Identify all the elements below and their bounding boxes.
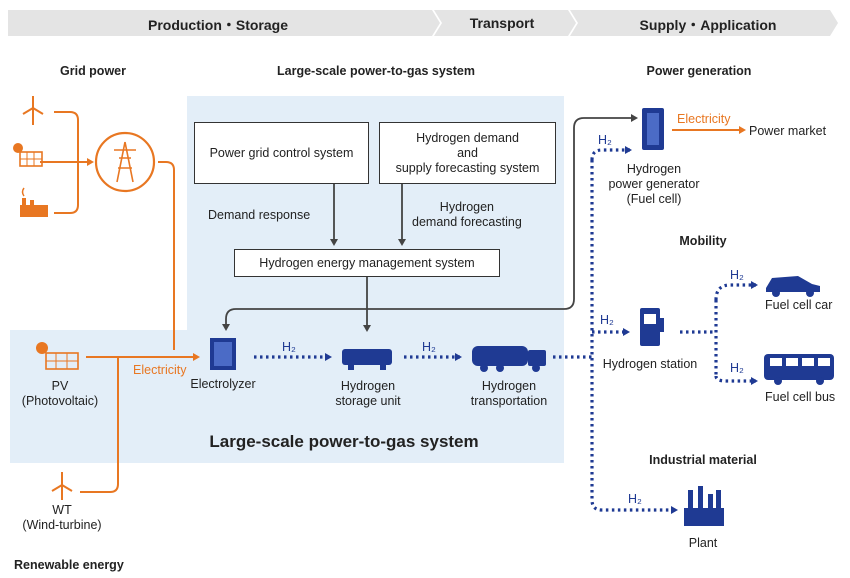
power-market-label: Power market xyxy=(749,124,827,138)
header-segment-transport xyxy=(434,10,576,36)
wt-label: WT (Wind-turbine) xyxy=(22,503,102,532)
h2-label-5: H₂ xyxy=(730,268,744,282)
solar-panel-icon-grid xyxy=(13,143,43,167)
header-supply-application: Supply・Application xyxy=(639,17,777,33)
generator-label: Hydrogen power generator (Fuel cell) xyxy=(608,162,700,206)
tanker-truck-icon xyxy=(472,346,546,372)
control-arrows xyxy=(222,114,638,332)
grid-power-connectors xyxy=(40,111,200,493)
grid-control-box: Power grid control system xyxy=(194,122,369,184)
mobility-title: Mobility xyxy=(679,234,727,248)
fuel-cell-generator-icon xyxy=(642,108,664,150)
car-icon xyxy=(766,276,820,297)
bus-icon xyxy=(764,354,834,385)
p2g-region-bottom xyxy=(10,330,564,463)
storage-unit-label: Hydrogen storage unit xyxy=(335,379,401,408)
h2-label-6: H₂ xyxy=(730,361,744,375)
wt-icon xyxy=(51,472,73,500)
demand-response-label: Demand response xyxy=(208,208,311,222)
h2-label-7: H₂ xyxy=(628,492,642,506)
h2-label-1: H₂ xyxy=(282,340,296,354)
header-production-storage: Production・Storage xyxy=(147,17,289,33)
demand-forecasting-label: Hydrogen demand forecasting xyxy=(412,200,522,229)
forecasting-box: Hydrogen demand and supply forecasting s… xyxy=(379,122,556,184)
h2-label-3: H₂ xyxy=(598,133,612,147)
grid-power-title: Grid power xyxy=(60,64,126,78)
power-generation-title: Power generation xyxy=(646,64,752,78)
p2g-top-title: Large-scale power-to-gas system xyxy=(277,64,475,78)
storage-tank-icon xyxy=(342,349,392,370)
hydrogen-station-label: Hydrogen station xyxy=(602,357,698,371)
industrial-material-title: Industrial material xyxy=(649,453,757,467)
header-segment-production xyxy=(8,10,440,36)
transportation-label: Hydrogen transportation xyxy=(470,379,548,408)
p2g-bottom-title: Large-scale power-to-gas system xyxy=(209,432,479,451)
h2-label-4: H₂ xyxy=(600,313,614,327)
electricity-pv-label: Electricity xyxy=(133,363,187,377)
hydrogen-station-icon xyxy=(640,308,664,346)
wind-turbine-icon xyxy=(22,96,44,125)
header-transport: Transport xyxy=(469,15,535,31)
transmission-tower-icon xyxy=(94,131,156,193)
electricity-gen-label: Electricity xyxy=(677,112,731,126)
fuel-cell-bus-label: Fuel cell bus xyxy=(765,390,836,404)
hems-box: Hydrogen energy management system xyxy=(234,249,500,277)
pv-label: PV (Photovoltaic) xyxy=(21,379,99,408)
header-segment-supply xyxy=(570,10,838,36)
fuel-cell-car-label: Fuel cell car xyxy=(765,298,833,312)
electrolyzer-icon xyxy=(210,338,236,370)
plant-label: Plant xyxy=(688,536,718,550)
pv-icon xyxy=(36,342,79,370)
electrolyzer-label: Electrolyzer xyxy=(190,377,256,391)
renewable-energy-label: Renewable energy xyxy=(14,558,124,572)
thermal-plant-icon xyxy=(20,187,48,217)
h2-label-2: H₂ xyxy=(422,340,436,354)
h2-dotted-lines xyxy=(254,146,758,514)
plant-icon xyxy=(684,486,724,526)
